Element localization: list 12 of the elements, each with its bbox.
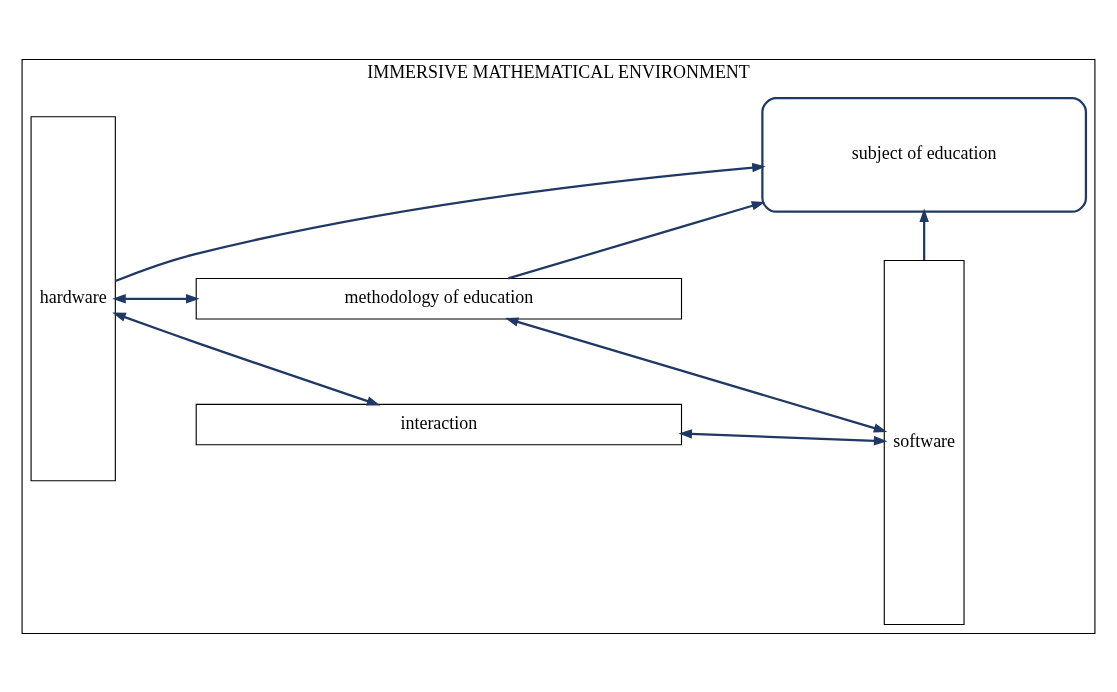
arrow: [112, 293, 200, 303]
node-box: subject of education: [761, 96, 1088, 213]
arrow: [507, 200, 766, 280]
node-box: interaction: [195, 403, 683, 445]
node-box: software: [883, 259, 965, 625]
arrow: [112, 312, 381, 406]
arrow: [678, 428, 888, 445]
arrow: [114, 162, 766, 282]
arrow: [919, 208, 929, 260]
node-box: methodology of education: [195, 277, 683, 320]
node-box: hardware: [30, 115, 116, 481]
arrow: [504, 316, 888, 433]
